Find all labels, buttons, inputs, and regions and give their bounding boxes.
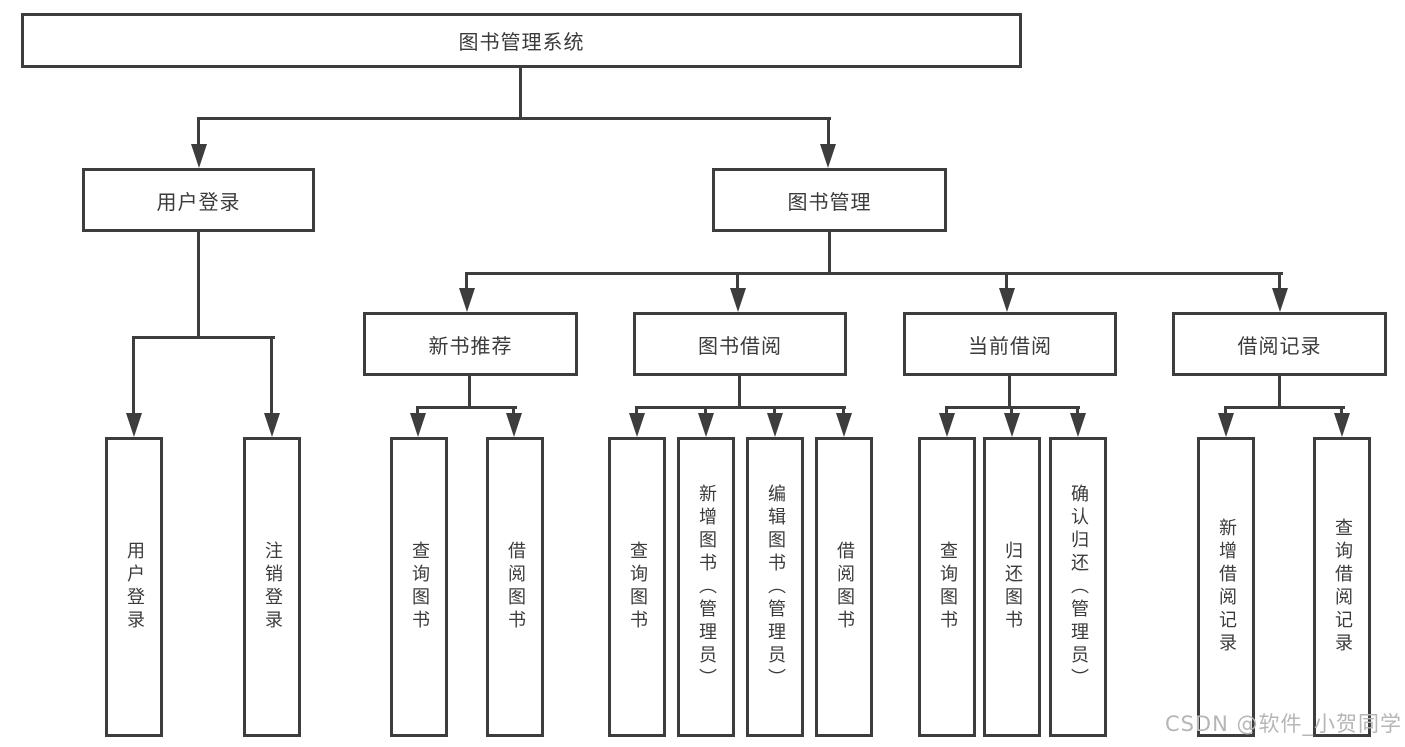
arrowhead — [836, 413, 852, 437]
connector-line — [842, 406, 845, 416]
node-borrowing-records: 借阅记录 — [1172, 312, 1387, 376]
connector-line — [1008, 376, 1011, 408]
leaf-return-books: 归还图书 — [983, 437, 1041, 737]
leaf-label: 编辑图书（管理员） — [765, 483, 786, 691]
leaf-label: 借阅图书 — [505, 541, 526, 633]
connector-line — [132, 336, 135, 414]
connector-line — [416, 406, 517, 409]
connector-line — [1224, 406, 1227, 416]
arrowhead — [126, 413, 142, 437]
leaf-confirm-return-admin: 确认归还（管理员） — [1049, 437, 1107, 737]
node-book-management: 图书管理 — [712, 168, 947, 232]
leaf-borrow-books-recommend: 借阅图书 — [486, 437, 544, 737]
node-label: 用户登录 — [156, 189, 241, 214]
leaf-label: 注销登录 — [262, 541, 283, 633]
leaf-query-books-recommend: 查询图书 — [390, 437, 448, 737]
arrowhead — [1272, 288, 1288, 312]
arrowhead — [410, 413, 426, 437]
leaf-query-books-current: 查询图书 — [918, 437, 976, 737]
arrowhead — [506, 413, 522, 437]
arrowhead — [730, 288, 746, 312]
arrowhead — [629, 413, 645, 437]
arrowhead — [264, 413, 280, 437]
connector-line — [465, 272, 1283, 275]
leaf-logout: 注销登录 — [243, 437, 301, 737]
arrowhead — [1004, 413, 1020, 437]
arrowhead — [767, 413, 783, 437]
leaf-label: 用户登录 — [124, 541, 145, 633]
connector-line — [270, 336, 273, 414]
connector-line — [519, 68, 522, 118]
connector-line — [197, 117, 200, 149]
connector-line — [416, 406, 419, 416]
node-label: 当前借阅 — [968, 333, 1052, 358]
leaf-label: 借阅图书 — [834, 541, 855, 633]
leaf-user-login: 用户登录 — [105, 437, 163, 737]
leaf-query-books-borrowing: 查询图书 — [608, 437, 666, 737]
leaf-label: 确认归还（管理员） — [1068, 483, 1089, 691]
node-new-book-recommend: 新书推荐 — [363, 312, 578, 376]
connector-line — [1278, 376, 1281, 408]
leaf-label: 查询图书 — [627, 541, 648, 633]
connector-line — [512, 406, 515, 416]
connector-line — [1278, 272, 1281, 290]
watermark: CSDN @软件_小贺同学 — [1164, 712, 1402, 736]
connector-line — [1010, 406, 1013, 416]
connector-line — [773, 406, 776, 416]
leaf-query-borrow-record: 查询借阅记录 — [1313, 437, 1371, 737]
leaf-label: 归还图书 — [1002, 541, 1023, 633]
connector-line — [1340, 406, 1343, 416]
arrowhead — [999, 288, 1015, 312]
node-library-management-system: 图书管理系统 — [21, 13, 1022, 68]
node-book-borrowing: 图书借阅 — [633, 312, 847, 376]
node-label: 新书推荐 — [428, 333, 513, 358]
node-user-login: 用户登录 — [82, 168, 315, 232]
node-label: 图书管理系统 — [458, 30, 585, 54]
connector-line — [738, 376, 741, 408]
connector-line — [945, 406, 948, 416]
leaf-label: 查询借阅记录 — [1332, 518, 1353, 656]
arrowhead — [191, 144, 207, 168]
connector-line — [635, 406, 638, 416]
node-label: 借阅记录 — [1237, 333, 1322, 358]
connector-line — [704, 406, 707, 416]
connector-line — [635, 406, 846, 409]
connector-line — [132, 336, 275, 339]
connector-line — [1005, 272, 1008, 290]
arrowhead — [698, 413, 714, 437]
arrowhead — [459, 288, 475, 312]
connector-line — [828, 232, 831, 274]
node-label: 图书借阅 — [698, 333, 782, 358]
arrowhead — [820, 144, 836, 168]
arrowhead — [1334, 413, 1350, 437]
arrowhead — [939, 413, 955, 437]
connector-line — [197, 117, 831, 120]
leaf-add-borrow-record: 新增借阅记录 — [1197, 437, 1255, 737]
connector-line — [468, 376, 471, 408]
leaf-label: 新增图书（管理员） — [696, 483, 717, 691]
leaf-label: 查询图书 — [409, 541, 430, 633]
leaf-borrow-books-borrowing: 借阅图书 — [815, 437, 873, 737]
connector-line — [827, 117, 830, 149]
node-label: 图书管理 — [787, 189, 872, 214]
connector-line — [1076, 406, 1079, 416]
node-current-borrowing: 当前借阅 — [903, 312, 1117, 376]
connector-line — [465, 272, 468, 290]
arrowhead — [1070, 413, 1086, 437]
connector-line — [197, 232, 200, 337]
connector-line — [1224, 406, 1345, 409]
arrowhead — [1218, 413, 1234, 437]
connector-line — [736, 272, 739, 290]
leaf-add-books-admin: 新增图书（管理员） — [677, 437, 735, 737]
leaf-label: 新增借阅记录 — [1216, 518, 1237, 656]
leaf-edit-books-admin: 编辑图书（管理员） — [746, 437, 804, 737]
leaf-label: 查询图书 — [937, 541, 958, 633]
